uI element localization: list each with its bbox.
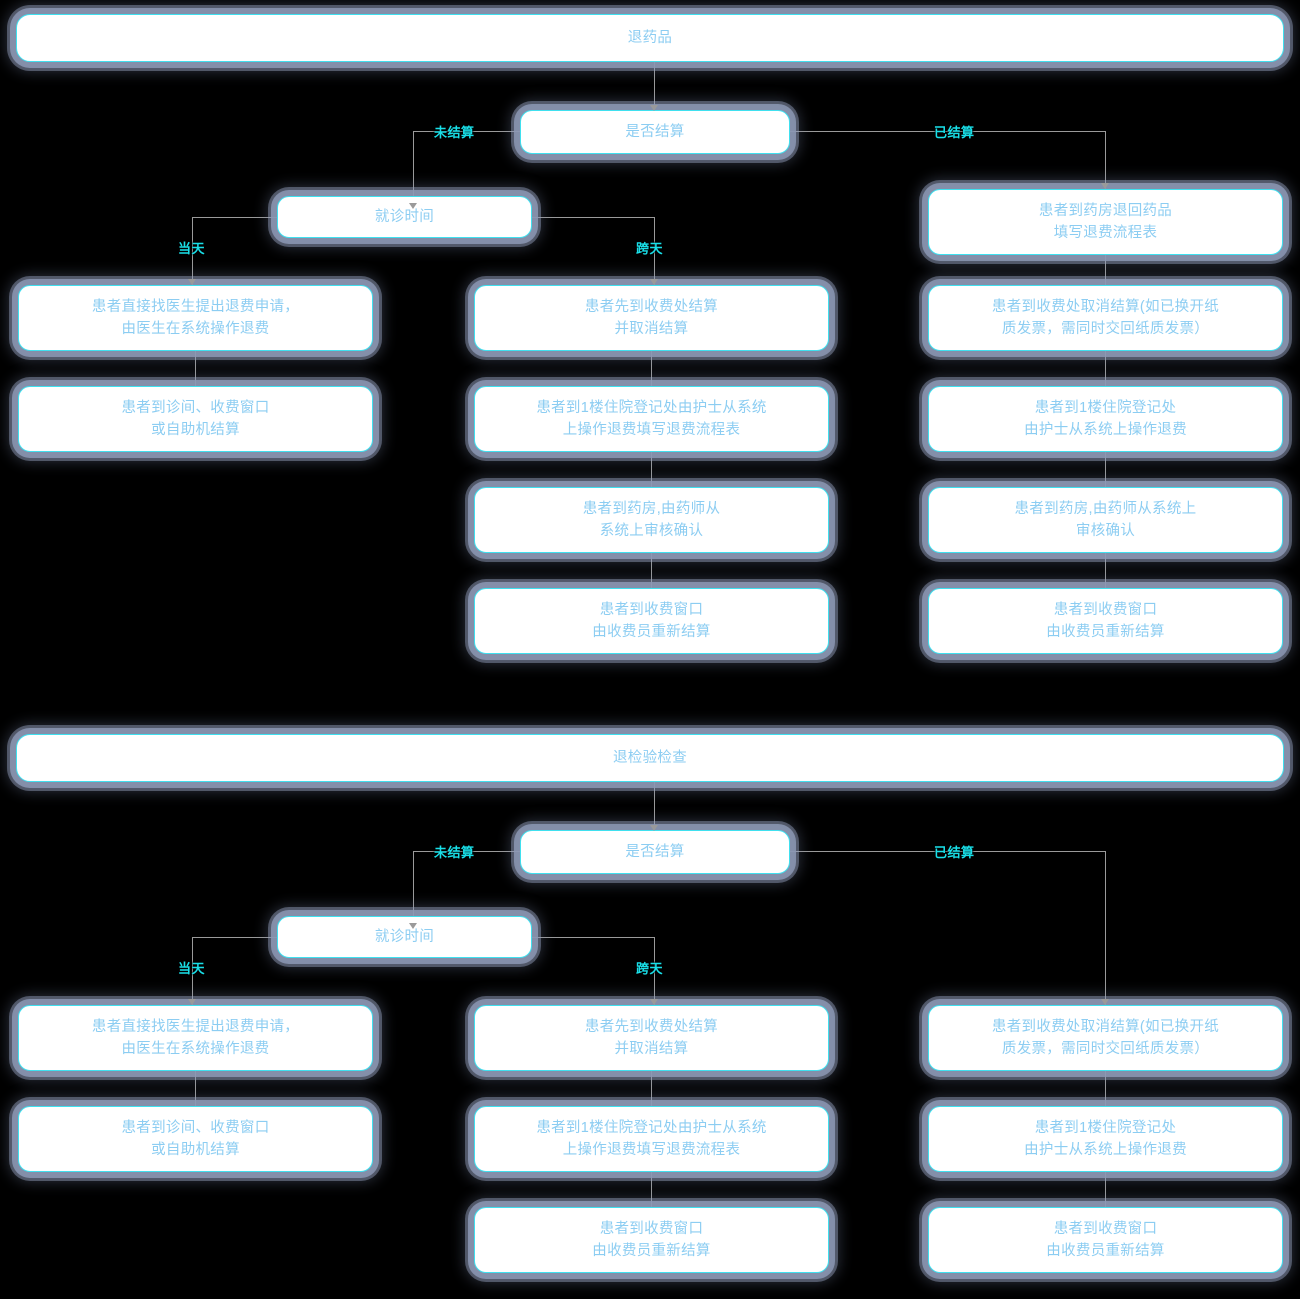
connector-s1-right-branch-h [790, 131, 1105, 132]
section2-crossday-step-2[interactable]: 患者到1楼住院登记处由护士从系统 上操作退费填写退费流程表 [474, 1106, 829, 1172]
arrow-s2-sub-left [188, 999, 196, 1005]
section1-crossday-step-3[interactable]: 患者到药房,由药师从 系统上审核确认 [474, 487, 829, 553]
section1-settled-step-2[interactable]: 患者到收费处取消结算(如已换开纸 质发票，需同时交回纸质发票） [928, 285, 1283, 351]
edge-label-s2-cross-day: 跨天 [636, 961, 664, 976]
edge-label-s1-same-day: 当天 [178, 241, 206, 256]
arrow-s1-title-to-decision [650, 105, 658, 111]
connector-s1-left-branch-h [413, 131, 520, 132]
section1-crossday-step-4[interactable]: 患者到收费窗口 由收费员重新结算 [474, 588, 829, 654]
section1-subdecision-node[interactable]: 就诊时间 [277, 196, 532, 238]
section1-settled-step-1[interactable]: 患者到药房退回药品 填写退费流程表 [928, 189, 1283, 255]
section1-settled-step-4[interactable]: 患者到药房,由药师从系统上 审核确认 [928, 487, 1283, 553]
connector-s1-left-branch-v [413, 131, 414, 209]
section1-title-node[interactable]: 退药品 [16, 14, 1284, 62]
connector-s1-settled-2-3 [1105, 351, 1106, 386]
connector-s2-sub-left-v [192, 937, 193, 1005]
arrow-s1-left-branch [409, 203, 417, 209]
connector-s2-settled-2-3 [1105, 1172, 1106, 1207]
section2-settled-step-3[interactable]: 患者到收费窗口 由收费员重新结算 [928, 1207, 1283, 1273]
section1-crossday-step-2[interactable]: 患者到1楼住院登记处由护士从系统 上操作退费填写退费流程表 [474, 386, 829, 452]
arrow-s1-right-branch [1101, 183, 1109, 189]
connector-s1-sub-left-h [192, 217, 277, 218]
connector-s2-title-to-decision [654, 782, 655, 828]
section1-crossday-step-1[interactable]: 患者先到收费处结算 并取消结算 [474, 285, 829, 351]
connector-s1-settled-4-5 [1105, 553, 1106, 588]
arrow-s2-left-branch [409, 923, 417, 929]
section2-crossday-step-1[interactable]: 患者先到收费处结算 并取消结算 [474, 1005, 829, 1071]
edge-label-s1-unsettled: 未结算 [434, 125, 475, 140]
arrow-s2-right-branch [1101, 999, 1109, 1005]
connector-s2-crossday-2-3 [651, 1172, 652, 1207]
arrow-s2-sub-right [650, 999, 658, 1005]
section2-title-node[interactable]: 退检验检查 [16, 734, 1284, 782]
connector-s2-settled-1-2 [1105, 1071, 1106, 1106]
connector-s1-title-to-decision [654, 62, 655, 108]
connector-s1-sub-right-h [532, 217, 654, 218]
section1-decision-node[interactable]: 是否结算 [520, 110, 790, 154]
connector-s1-sameday-1-2 [195, 351, 196, 386]
connector-s1-settled-1-2 [1105, 255, 1106, 285]
section2-crossday-step-3[interactable]: 患者到收费窗口 由收费员重新结算 [474, 1207, 829, 1273]
section2-settled-step-2[interactable]: 患者到1楼住院登记处 由护士从系统上操作退费 [928, 1106, 1283, 1172]
edge-label-s2-settled: 已结算 [934, 845, 975, 860]
connector-s1-right-branch-v [1105, 131, 1106, 189]
connector-s2-left-branch-h [413, 851, 520, 852]
section1-settled-step-3[interactable]: 患者到1楼住院登记处 由护士从系统上操作退费 [928, 386, 1283, 452]
arrow-s1-sub-right [650, 279, 658, 285]
connector-s2-sub-right-h [532, 937, 654, 938]
section2-sameday-step-1[interactable]: 患者直接找医生提出退费申请， 由医生在系统操作退费 [18, 1005, 373, 1071]
edge-label-s1-settled: 已结算 [934, 125, 975, 140]
edge-label-s2-unsettled: 未结算 [434, 845, 475, 860]
section2-decision-node[interactable]: 是否结算 [520, 830, 790, 874]
connector-s2-left-branch-v [413, 851, 414, 929]
edge-label-s1-cross-day: 跨天 [636, 241, 664, 256]
connector-s2-right-branch-v [1105, 851, 1106, 1005]
connector-s1-crossday-2-3 [651, 452, 652, 487]
connector-s2-crossday-1-2 [651, 1071, 652, 1106]
connector-s2-sameday-1-2 [195, 1071, 196, 1106]
section1-settled-step-5[interactable]: 患者到收费窗口 由收费员重新结算 [928, 588, 1283, 654]
connector-s1-sub-left-v [192, 217, 193, 285]
connector-s1-crossday-3-4 [651, 553, 652, 588]
arrow-s1-sub-left [188, 279, 196, 285]
connector-s1-sub-right-v [654, 217, 655, 285]
connector-s2-sub-right-v [654, 937, 655, 1005]
connector-s2-sub-left-h [192, 937, 277, 938]
connector-s1-settled-3-4 [1105, 452, 1106, 487]
section1-sameday-step-2[interactable]: 患者到诊间、收费窗口 或自助机结算 [18, 386, 373, 452]
section1-sameday-step-1[interactable]: 患者直接找医生提出退费申请， 由医生在系统操作退费 [18, 285, 373, 351]
section2-settled-step-1[interactable]: 患者到收费处取消结算(如已换开纸 质发票，需同时交回纸质发票） [928, 1005, 1283, 1071]
section2-sameday-step-2[interactable]: 患者到诊间、收费窗口 或自助机结算 [18, 1106, 373, 1172]
connector-s2-right-branch-h [790, 851, 1105, 852]
section2-subdecision-node[interactable]: 就诊时间 [277, 916, 532, 958]
connector-s1-crossday-1-2 [651, 351, 652, 386]
arrow-s2-title-to-decision [650, 825, 658, 831]
edge-label-s2-same-day: 当天 [178, 961, 206, 976]
